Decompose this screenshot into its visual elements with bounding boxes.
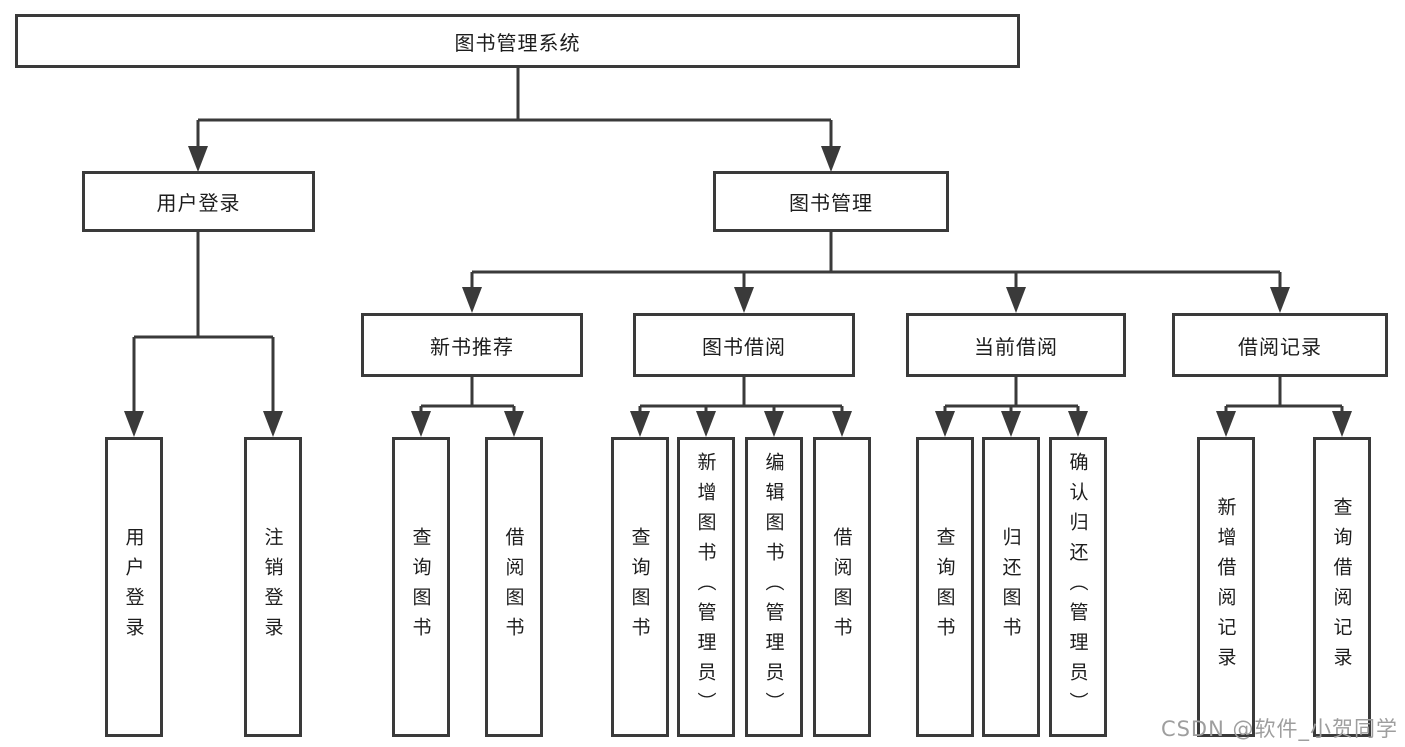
leaf-box-add-borrow-record: 新增借阅记录 bbox=[1197, 437, 1255, 737]
leaf-label: 归还图书 bbox=[999, 527, 1022, 647]
leaf-label: 查询图书 bbox=[628, 527, 651, 647]
node-box-user-login: 用户登录 bbox=[82, 171, 315, 232]
arrow-down-icon bbox=[1001, 411, 1021, 437]
leaf-label: 新增借阅记录 bbox=[1214, 497, 1237, 677]
arrow-down-icon bbox=[1216, 411, 1236, 437]
arrow-down-icon bbox=[462, 287, 482, 313]
node-label: 借阅记录 bbox=[1238, 334, 1322, 359]
root-box-library-management-system: 图书管理系统 bbox=[15, 14, 1020, 68]
leaf-box-query-books-current: 查询图书 bbox=[916, 437, 974, 737]
leaf-box-query-books-recommend: 查询图书 bbox=[392, 437, 450, 737]
node-box-new-book-recommendation: 新书推荐 bbox=[361, 313, 583, 377]
leaf-box-confirm-return-admin: 确认归还（管理员） bbox=[1049, 437, 1107, 737]
leaf-label: 注销登录 bbox=[261, 527, 284, 647]
leaf-box-borrow-books-recommend: 借阅图书 bbox=[485, 437, 543, 737]
arrow-down-icon bbox=[504, 411, 524, 437]
leaf-label: 借阅图书 bbox=[830, 527, 853, 647]
leaf-box-query-books-borrowing: 查询图书 bbox=[611, 437, 669, 737]
arrow-down-icon bbox=[935, 411, 955, 437]
leaf-label: 新增图书（管理员） bbox=[694, 452, 717, 722]
arrow-down-icon bbox=[832, 411, 852, 437]
root-label: 图书管理系统 bbox=[454, 30, 581, 55]
leaf-box-edit-books-admin: 编辑图书（管理员） bbox=[745, 437, 803, 737]
leaf-label: 查询图书 bbox=[409, 527, 432, 647]
connector-new-book-to-children bbox=[419, 377, 516, 414]
node-label: 图书借阅 bbox=[702, 334, 786, 359]
watermark: CSDN @软件_小贺同学 bbox=[1160, 717, 1398, 741]
node-box-borrowing-records: 借阅记录 bbox=[1172, 313, 1388, 377]
arrow-down-icon bbox=[696, 411, 716, 437]
node-label: 当前借阅 bbox=[974, 334, 1058, 359]
arrow-down-icon bbox=[630, 411, 650, 437]
node-box-book-borrowing: 图书借阅 bbox=[633, 313, 855, 377]
connector-user-login-to-children bbox=[132, 231, 275, 414]
leaf-label: 查询借阅记录 bbox=[1330, 497, 1353, 677]
arrow-down-icon bbox=[188, 146, 208, 172]
leaf-box-add-books-admin: 新增图书（管理员） bbox=[677, 437, 735, 737]
leaf-label: 借阅图书 bbox=[502, 527, 525, 647]
node-box-book-management: 图书管理 bbox=[713, 171, 949, 232]
node-label: 用户登录 bbox=[156, 191, 241, 215]
arrow-down-icon bbox=[263, 411, 283, 437]
arrow-down-icon bbox=[1270, 287, 1290, 313]
connector-current-borrow-to-children bbox=[943, 377, 1080, 414]
connector-book-borrow-to-children bbox=[638, 377, 844, 414]
leaf-box-borrow-books: 借阅图书 bbox=[813, 437, 871, 737]
leaf-label: 查询图书 bbox=[933, 527, 956, 647]
arrow-down-icon bbox=[764, 411, 784, 437]
leaf-box-user-login: 用户登录 bbox=[105, 437, 163, 737]
arrow-down-icon bbox=[734, 287, 754, 313]
leaf-label: 编辑图书（管理员） bbox=[762, 452, 785, 722]
leaf-box-return-books: 归还图书 bbox=[982, 437, 1040, 737]
leaf-label: 用户登录 bbox=[122, 527, 145, 647]
arrow-down-icon bbox=[124, 411, 144, 437]
arrow-down-icon bbox=[821, 146, 841, 172]
arrow-down-icon bbox=[1068, 411, 1088, 437]
arrow-down-icon bbox=[1006, 287, 1026, 313]
node-label: 新书推荐 bbox=[430, 334, 514, 359]
connector-book-mgmt-to-children bbox=[470, 231, 1282, 290]
connector-borrow-records-to-children bbox=[1224, 377, 1344, 414]
leaf-box-logout: 注销登录 bbox=[244, 437, 302, 737]
connector-root-to-level2 bbox=[196, 66, 833, 150]
node-label: 图书管理 bbox=[789, 191, 873, 215]
leaf-box-query-borrow-record: 查询借阅记录 bbox=[1313, 437, 1371, 737]
node-box-current-borrowing: 当前借阅 bbox=[906, 313, 1126, 377]
arrow-down-icon bbox=[411, 411, 431, 437]
arrow-down-icon bbox=[1332, 411, 1352, 437]
leaf-label: 确认归还（管理员） bbox=[1066, 452, 1089, 722]
